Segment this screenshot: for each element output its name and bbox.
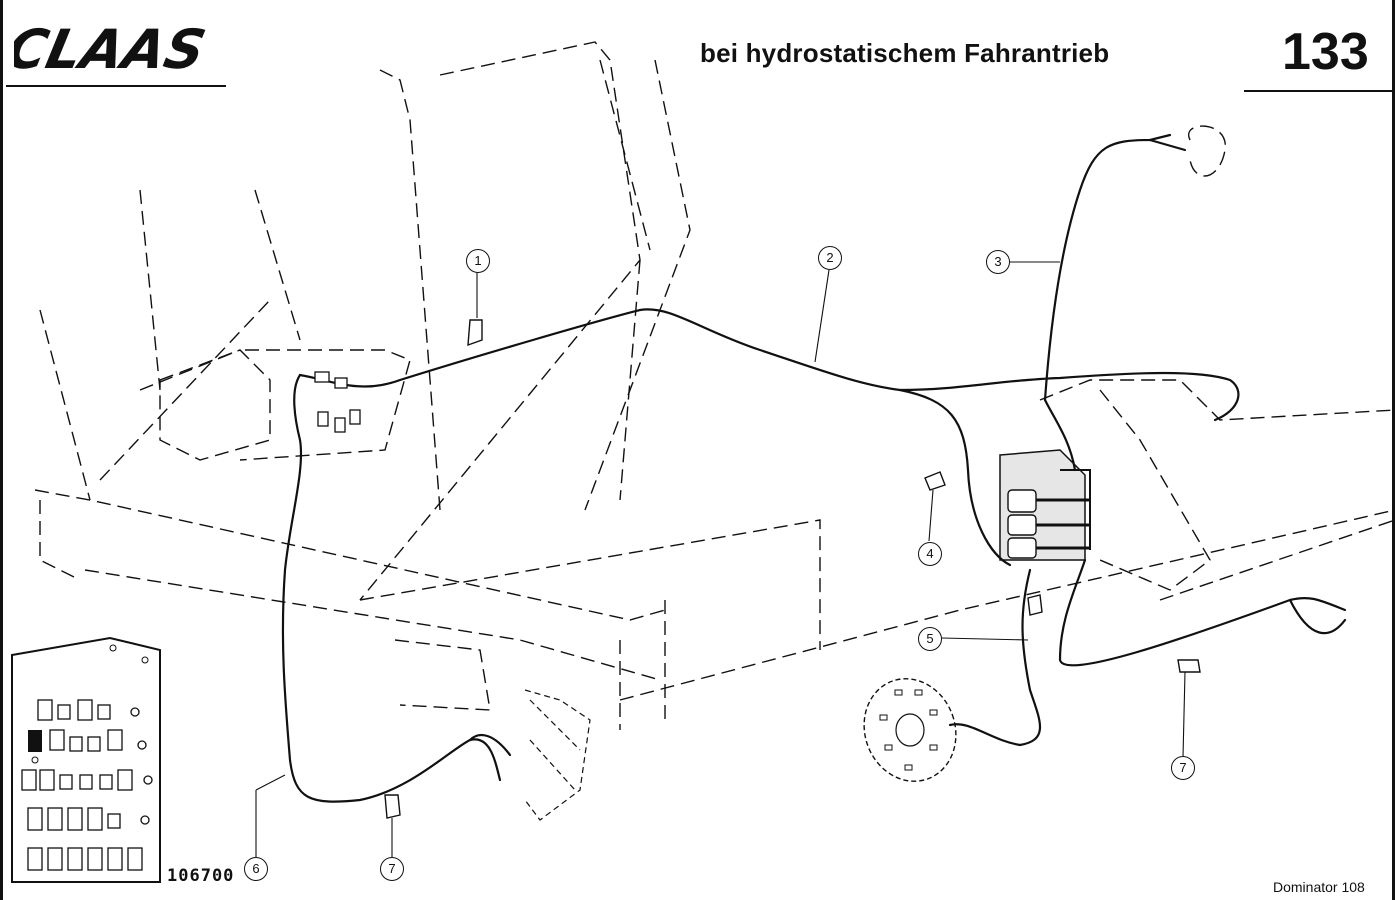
page-number: 133 <box>1282 23 1369 81</box>
drawing-number: 106700 <box>167 866 235 886</box>
logo-underline <box>6 85 226 87</box>
page-number-underline <box>1244 90 1392 92</box>
callout-3: 3 <box>986 250 1010 274</box>
callout-7-left: 7 <box>380 857 404 881</box>
callout-leaders <box>255 261 1186 858</box>
brake-disc <box>863 678 957 782</box>
claas-logo-text: CLAAS <box>14 20 211 80</box>
battery-terminals <box>314 371 361 433</box>
page-title: bei hydrostatischem Fahrantrieb <box>700 38 1110 68</box>
wiring-harness <box>281 133 1347 803</box>
page-header: CLAAS bei hydrostatischem Fahrantrieb 13… <box>0 0 1395 92</box>
callout-5: 5 <box>918 627 942 651</box>
callout-2: 2 <box>818 246 842 270</box>
page-border-left <box>0 0 3 900</box>
wheel-hub-sketch <box>524 689 591 821</box>
callout-1: 1 <box>466 249 490 273</box>
claas-logo: CLAAS <box>14 20 211 80</box>
valve-block <box>999 449 1091 561</box>
machine-outline-dashed <box>34 41 1395 730</box>
fuse-panel-inset <box>11 636 161 883</box>
cable-clamps <box>384 319 1201 819</box>
callout-4: 4 <box>918 542 942 566</box>
callout-6: 6 <box>244 857 268 881</box>
model-label: Dominator 108 <box>1273 879 1365 895</box>
page-border-right <box>1392 0 1395 900</box>
callout-7-right: 7 <box>1171 756 1195 780</box>
